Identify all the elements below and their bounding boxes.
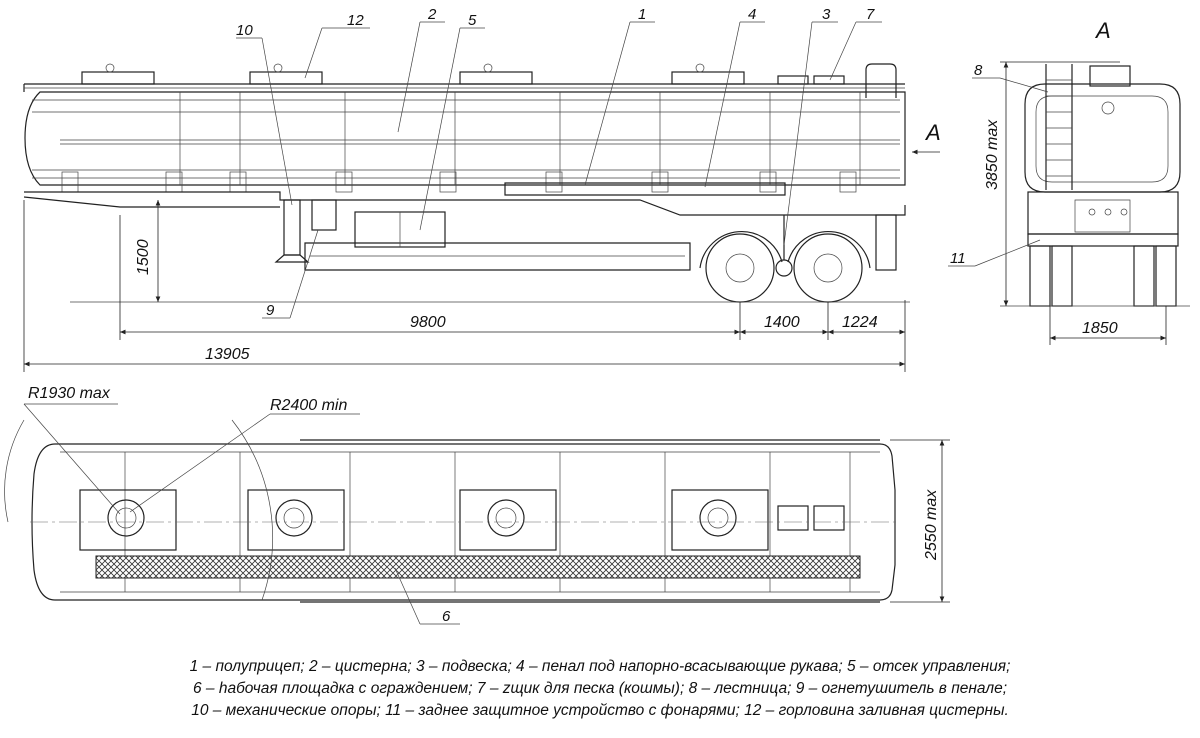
top-dimensions: [394, 439, 950, 625]
legend-line-1: 1 – полуприцеп; 2 – цистерна; 3 – подвес…: [189, 658, 1011, 675]
rear-dimensions: [948, 61, 1167, 345]
callout-1: 1: [638, 6, 646, 23]
side-dimensions: [23, 200, 906, 372]
callout-5: 5: [468, 12, 477, 29]
hatch-covers: [107, 499, 737, 537]
callout-12: 12: [347, 12, 364, 29]
view-a-arrow-label: A: [924, 120, 941, 145]
callout-8: 8: [974, 62, 983, 79]
dim-r1930: R1930 max: [28, 385, 111, 402]
dim-13905: 13905: [205, 346, 250, 363]
top-view: [4, 403, 900, 603]
view-a-title: A: [1094, 18, 1111, 43]
callout-10: 10: [236, 22, 253, 39]
dim-9800: 9800: [410, 314, 446, 331]
callout-7: 7: [866, 6, 875, 23]
dim-2550: 2550 max: [923, 489, 940, 561]
dim-3850: 3850 max: [984, 119, 1001, 190]
callout-6: 6: [442, 608, 451, 625]
dim-r2400: R2400 min: [270, 397, 347, 414]
callout-4: 4: [748, 6, 756, 23]
legend-line-3: 10 – механические опоры; 11 – заднее защ…: [191, 702, 1009, 719]
rear-view: [1000, 64, 1190, 307]
callout-9: 9: [266, 302, 275, 319]
dim-1500: 1500: [135, 239, 152, 275]
dim-1400: 1400: [764, 314, 800, 331]
callout-2: 2: [427, 6, 437, 23]
rear-wheels: [699, 231, 871, 303]
legend-line-2: 6 – hабочая площадка с ограждением; 7 – …: [192, 680, 1007, 697]
legend: 1 – полуприцеп; 2 – цистерна; 3 – подвес…: [0, 656, 1200, 722]
callout-11: 11: [950, 250, 966, 267]
callout-leaders-side: [236, 21, 882, 319]
callout-3: 3: [822, 6, 831, 23]
dim-1224: 1224: [842, 314, 878, 331]
side-view: [23, 63, 910, 303]
dim-1850: 1850: [1082, 320, 1118, 337]
